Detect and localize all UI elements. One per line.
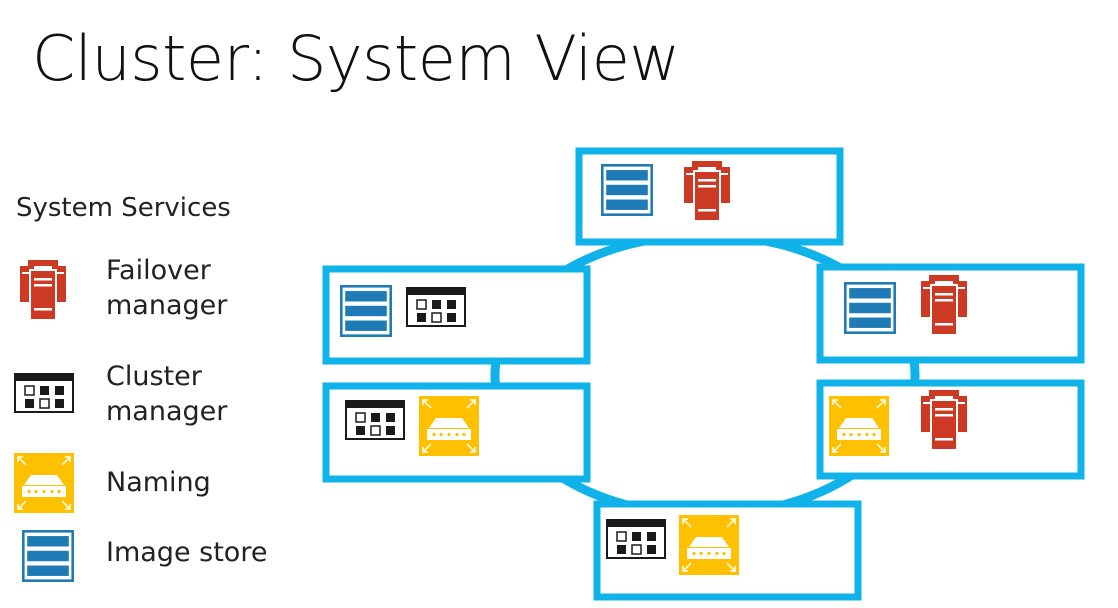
naming-icon	[679, 515, 739, 575]
naming-icon	[419, 396, 479, 456]
image-store-icon	[339, 285, 393, 337]
cluster-node	[816, 263, 1085, 364]
legend-label-naming: Naming	[106, 467, 211, 498]
image-store-icon	[600, 164, 654, 216]
cluster-node	[816, 379, 1085, 480]
cluster-manager-icon	[406, 287, 466, 327]
legend-label-cluster-manager: Cluster manager	[106, 361, 228, 427]
cluster-node	[322, 382, 591, 483]
naming-icon	[829, 396, 889, 456]
image-store-icon	[843, 282, 897, 334]
cluster-node	[593, 500, 862, 601]
cluster-manager-icon	[345, 400, 405, 440]
legend-label-failover: Failover manager	[106, 255, 228, 321]
cluster-manager-icon	[606, 519, 666, 559]
cluster-node	[575, 147, 844, 246]
legend-heading: System Services	[16, 193, 231, 223]
cluster-node	[322, 265, 591, 365]
page-title: Cluster: System View	[32, 22, 680, 95]
legend-label-image-store: Image store	[106, 537, 268, 568]
